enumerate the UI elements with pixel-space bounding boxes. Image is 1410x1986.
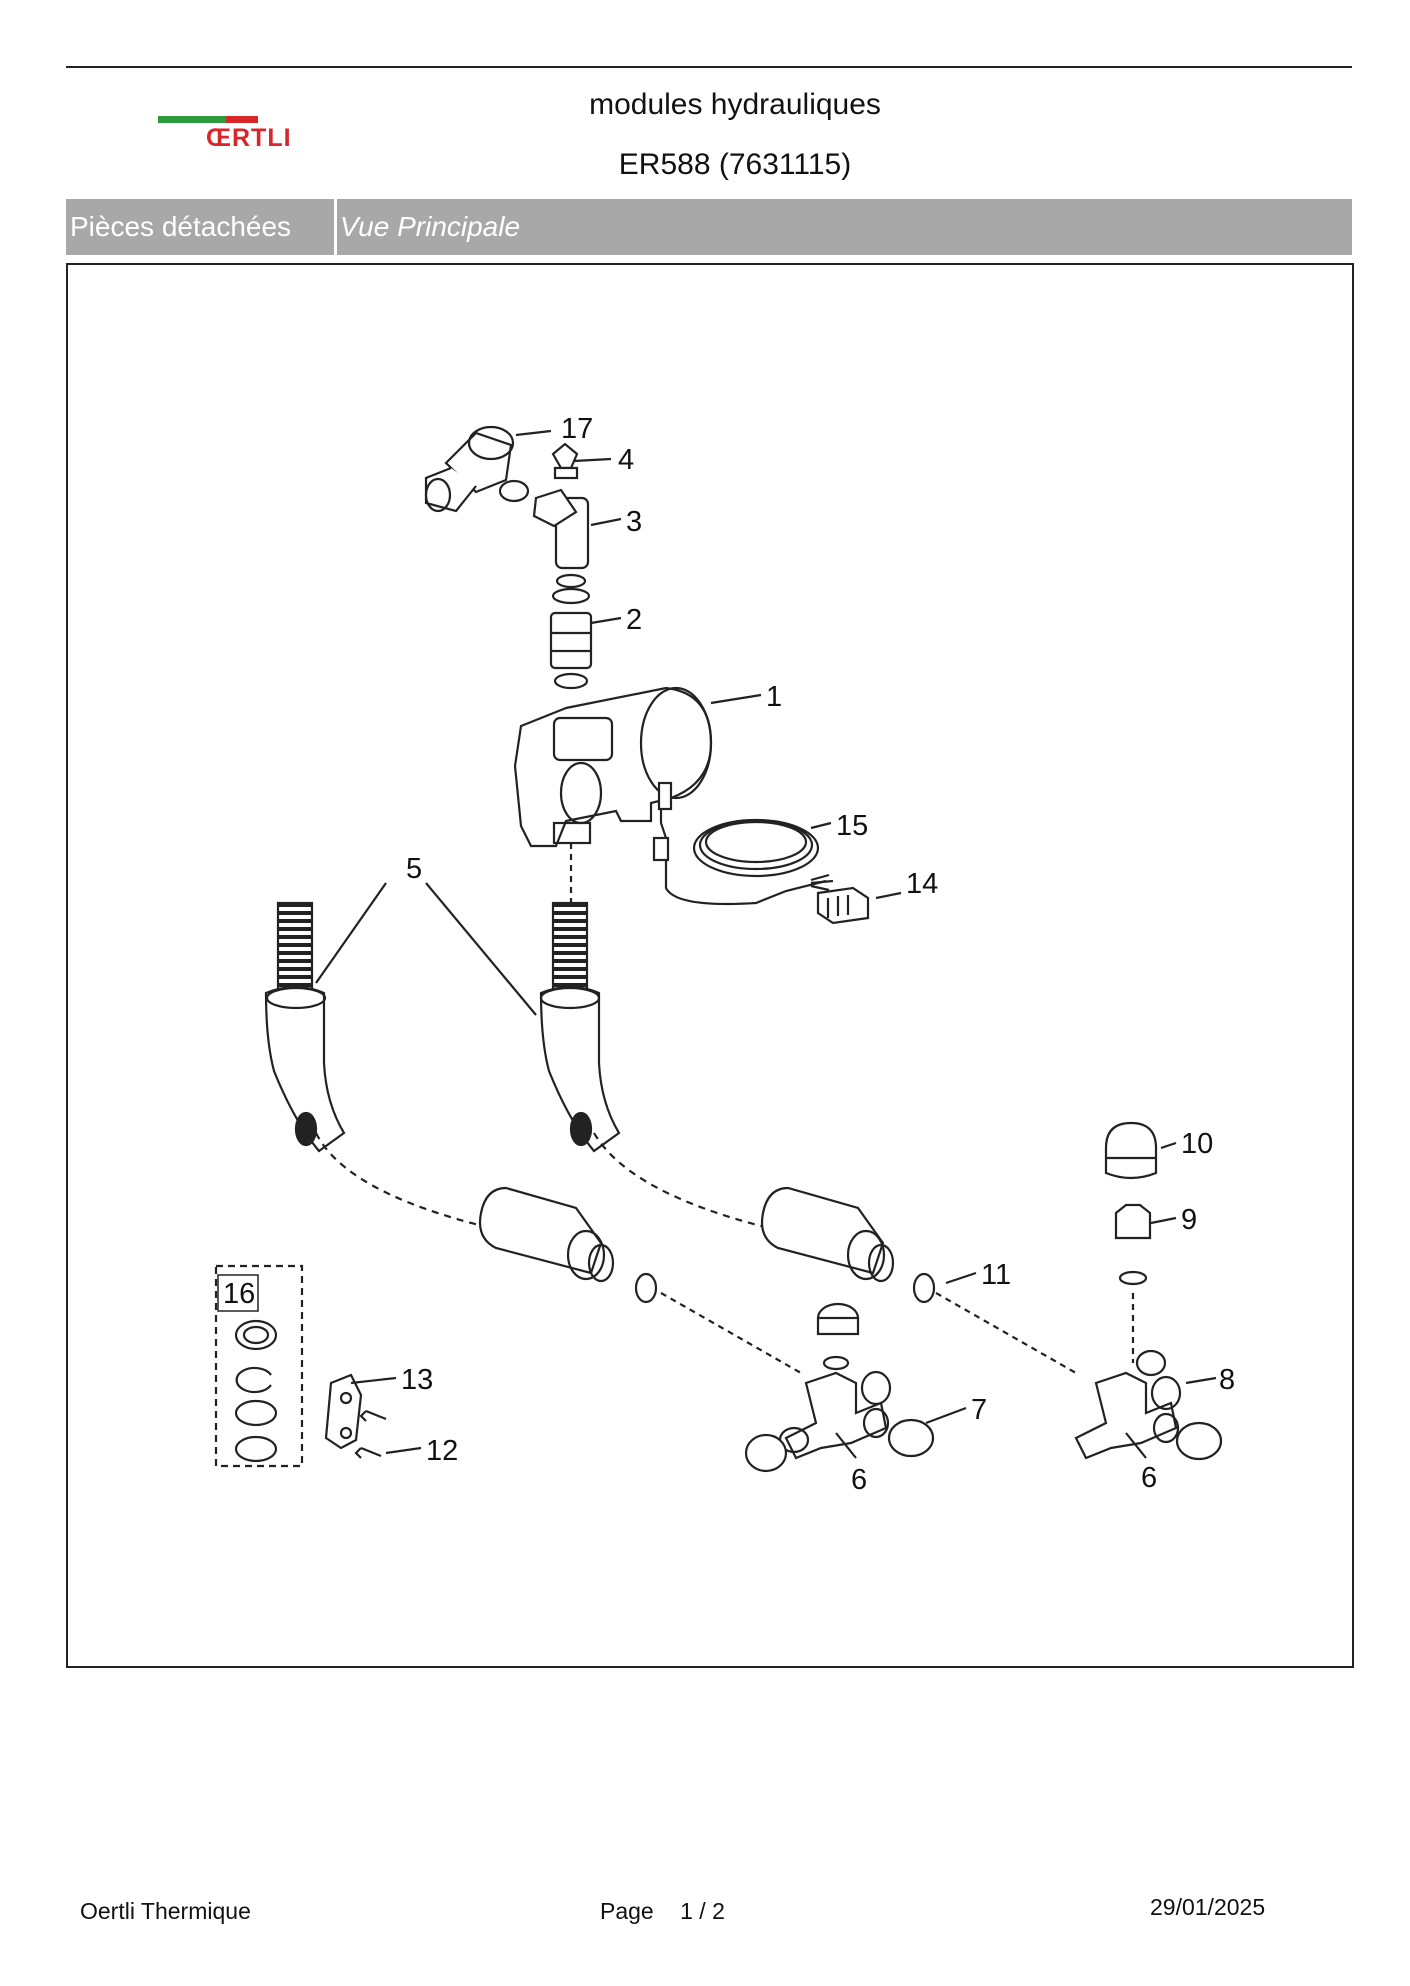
bracket-part <box>324 1373 363 1450</box>
hose-fitting-right-part <box>760 1186 936 1304</box>
bleed-screw-part <box>551 442 579 480</box>
callout-16: 16 <box>223 1278 255 1310</box>
callout-10: 10 <box>1181 1128 1213 1160</box>
callout-13: 13 <box>401 1364 433 1396</box>
exploded-parts-diagram: 17 4 3 2 1 5 15 14 10 9 11 8 7 6 6 13 12… <box>214 413 1235 1496</box>
logo-green-bar <box>158 116 226 123</box>
callout-6-right: 6 <box>1141 1462 1157 1494</box>
union-nut-part <box>549 611 593 690</box>
hose-fitting-left-part <box>478 1186 658 1304</box>
callout-9: 9 <box>1181 1204 1197 1236</box>
document-subtitle: ER588 (7631115) <box>618 148 852 181</box>
elbow-fitting-part <box>424 425 530 513</box>
callout-2: 2 <box>626 604 642 636</box>
callout-4: 4 <box>618 444 634 476</box>
valve-fitting-part <box>532 488 591 605</box>
electrical-connector-part <box>816 886 870 925</box>
tee-fitting-right-part <box>1074 1349 1223 1461</box>
top-rule <box>66 66 1352 68</box>
circulator-pump-part <box>513 686 713 848</box>
callout-14: 14 <box>906 868 938 900</box>
callout-15: 15 <box>836 810 868 842</box>
screw-part <box>354 1409 387 1459</box>
view-label: Vue Principale <box>340 211 521 242</box>
footer-company: Oertli Thermique <box>80 1898 251 1924</box>
diagram-frame <box>66 263 1354 1668</box>
gasket-kit-part <box>214 1264 304 1468</box>
footer-page: Page 1 / 2 <box>600 1898 725 1925</box>
callout-5: 5 <box>406 853 422 885</box>
callout-6-left: 6 <box>851 1464 867 1496</box>
tee-fitting-left-part <box>744 1302 935 1473</box>
flexible-hose-right-part <box>539 901 621 1153</box>
footer-date: 29/01/2025 <box>1150 1894 1266 1920</box>
section-band: Pièces détachées Vue Principale <box>66 199 1352 255</box>
callout-12: 12 <box>426 1435 458 1467</box>
section-label: Pièces détachées <box>70 211 292 242</box>
callout-8: 8 <box>1219 1364 1235 1396</box>
callout-1: 1 <box>766 681 782 713</box>
callout-3: 3 <box>626 506 642 538</box>
callout-11: 11 <box>981 1259 1011 1291</box>
pump-cable-part <box>652 781 834 906</box>
air-vent-part <box>1104 1121 1158 1363</box>
oertli-logo: ŒRTLI <box>158 112 308 152</box>
footer-page-number: 1 / 2 <box>680 1898 725 1924</box>
logo-text: ŒRTLI <box>206 124 292 152</box>
logo-red-bar <box>226 116 258 123</box>
flexible-hose-left-part <box>264 901 346 1153</box>
callout-17: 17 <box>561 413 593 445</box>
callout-16-box <box>217 1274 259 1312</box>
callout-7: 7 <box>971 1394 987 1426</box>
footer-page-label: Page <box>600 1898 654 1924</box>
band-divider <box>334 199 337 255</box>
document-title: modules hydrauliques <box>589 88 881 121</box>
